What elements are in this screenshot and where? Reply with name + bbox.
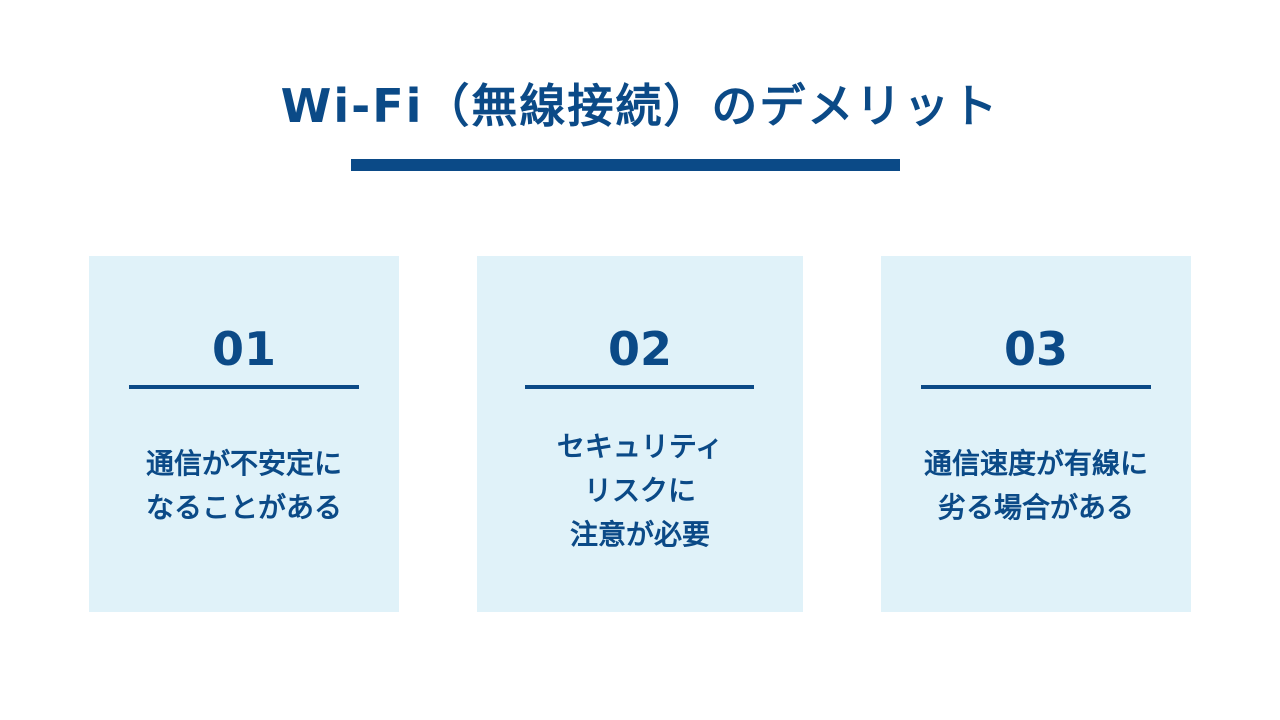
card-divider <box>921 385 1151 389</box>
card-01: 01 通信が不安定に なることがある <box>89 256 399 612</box>
card-text-line: 通信が不安定に <box>145 447 342 480</box>
card-divider <box>129 385 359 389</box>
card-number: 02 <box>607 322 672 376</box>
card-02: 02 セキュリティ リスクに 注意が必要 <box>477 256 803 612</box>
card-text-line: 注意が必要 <box>569 518 710 551</box>
card-text-line: なることがある <box>145 491 342 524</box>
card-number: 03 <box>1003 322 1068 376</box>
card-divider <box>525 385 754 389</box>
title-underline <box>351 159 900 171</box>
card-text-line: セキュリティ <box>556 430 724 463</box>
card-text-line: リスクに <box>583 474 696 507</box>
card-number: 01 <box>211 322 276 376</box>
card-03: 03 通信速度が有線に 劣る場合がある <box>881 256 1191 612</box>
card-text-line: 通信速度が有線に <box>923 447 1148 480</box>
card-text: 通信が不安定に なることがある <box>89 442 399 530</box>
card-text: セキュリティ リスクに 注意が必要 <box>477 425 803 557</box>
page-title: Wi-Fi（無線接続）のデメリット <box>280 79 1000 133</box>
card-text-line: 劣る場合がある <box>937 491 1134 524</box>
card-text: 通信速度が有線に 劣る場合がある <box>881 442 1191 530</box>
